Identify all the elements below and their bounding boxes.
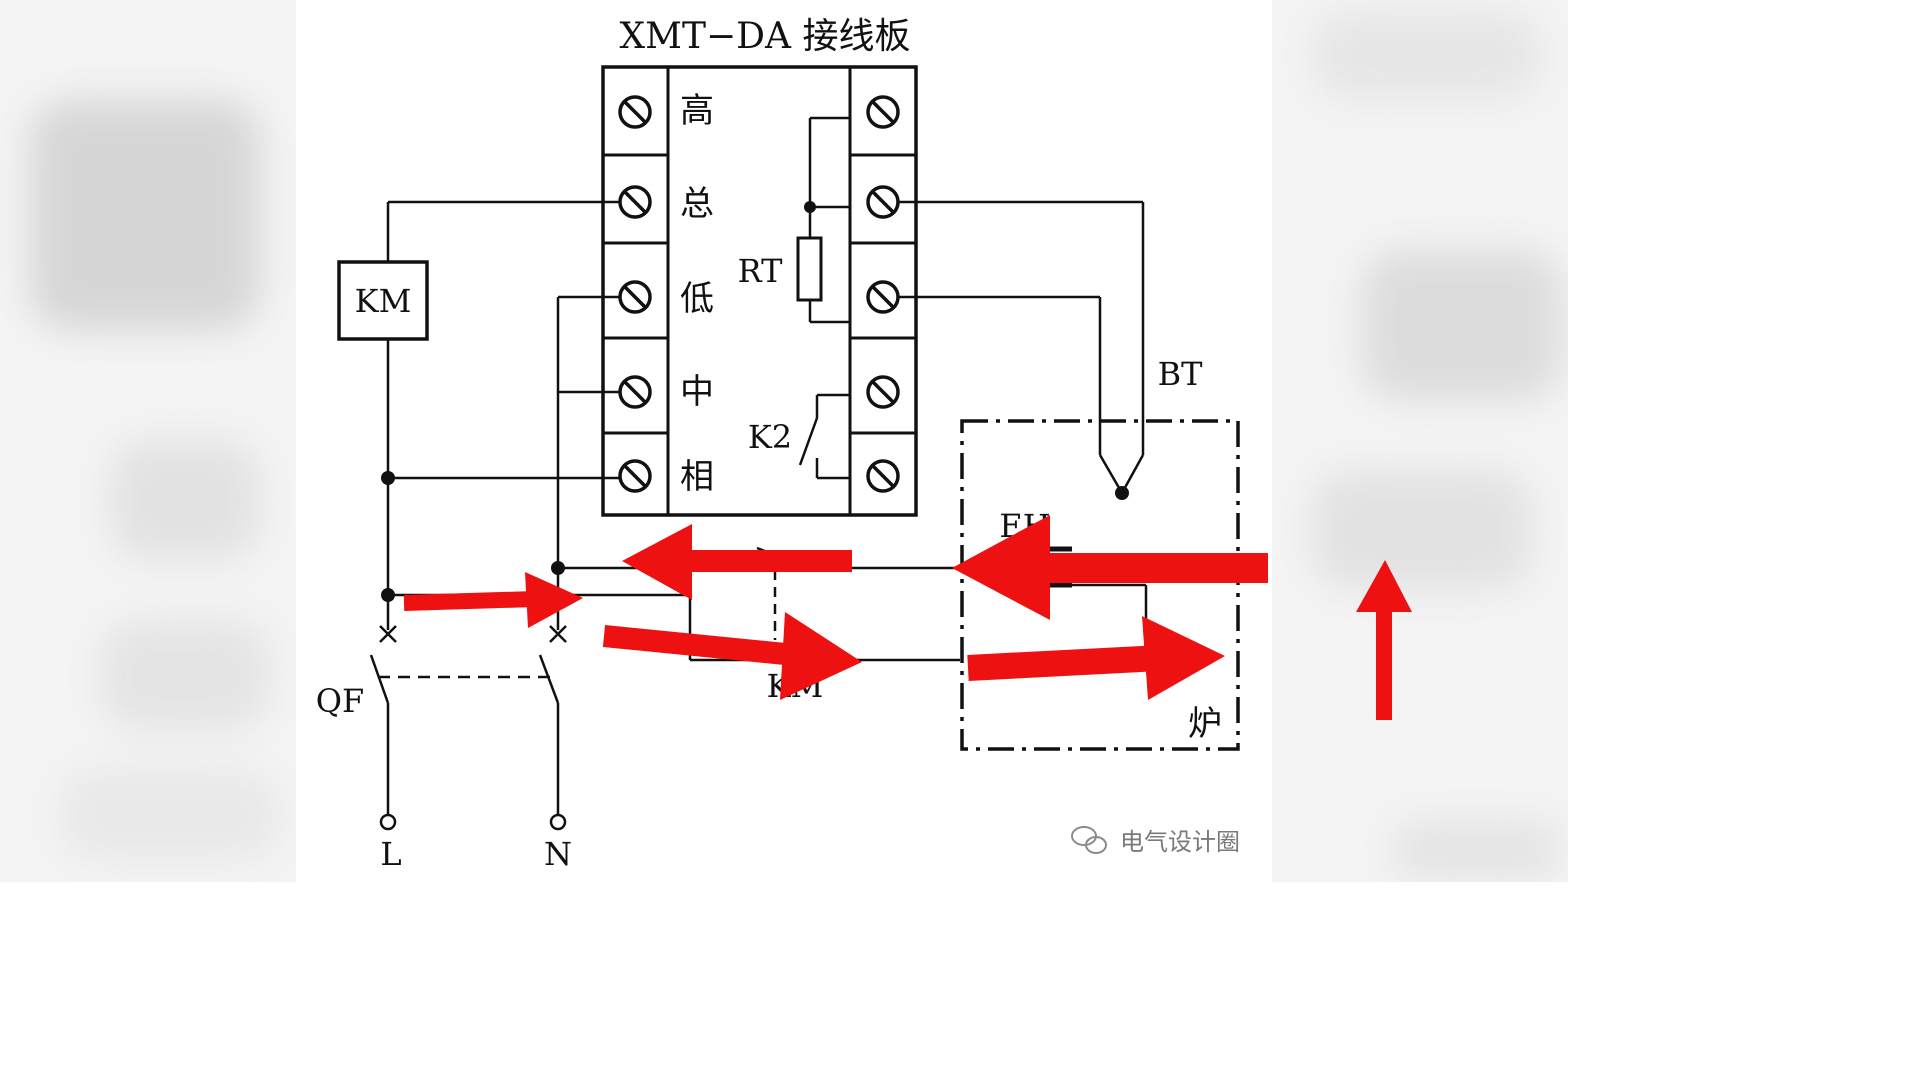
terminal-screw-icon: [866, 375, 900, 409]
terminal-n-icon: [549, 813, 567, 831]
bt-junction-dot: [1115, 486, 1129, 500]
arrow-up-icon: [1356, 560, 1412, 612]
watermark: 电气设计圈: [1071, 826, 1240, 856]
k2-label: K2: [748, 418, 792, 456]
km-coil-box: [337, 260, 429, 341]
wiring-diagram: XMT−DA 接线板 高 总 低 中 相: [316, 16, 1412, 873]
terminal-label-total: 总: [680, 184, 714, 224]
terminal-screw-icon: [618, 459, 652, 493]
terminal-board: [601, 65, 918, 517]
red-arrows: [403, 515, 1412, 720]
line-l-label: L: [380, 835, 401, 873]
terminal-screw-icon: [618, 375, 652, 409]
terminal-screw-icon: [866, 95, 900, 129]
rt-label: RT: [738, 252, 784, 290]
right-wiring: [898, 200, 1145, 494]
qf-breaker: [369, 625, 567, 815]
terminal-screw-icon: [866, 280, 900, 314]
rt-resistor: [796, 116, 850, 324]
neutral-n-label: N: [544, 835, 572, 873]
terminal-label-low: 低: [680, 279, 714, 319]
terminal-screw-icon: [866, 459, 900, 493]
terminal-screw-icon: [618, 280, 652, 314]
qf-label: QF: [316, 682, 364, 720]
furnace-box: [960, 419, 1240, 751]
arrow-left-icon: [952, 515, 1050, 620]
terminal-label-middle: 中: [680, 372, 714, 412]
terminal-screw-icon: [618, 185, 652, 219]
junction-dot: [551, 561, 565, 575]
watermark-text: 电气设计圈: [1120, 828, 1240, 856]
diagram-area: [296, 0, 1272, 882]
junction-dot: [804, 201, 816, 213]
arrow-left-icon: [622, 524, 692, 600]
terminal-label-phase: 相: [680, 457, 714, 497]
terminal-l-icon: [379, 813, 397, 831]
wechat-icon: [1071, 826, 1107, 854]
right-blurred-panel: [1272, 0, 1568, 882]
left-blurred-panel: [0, 0, 296, 882]
terminal-screw-icon: [866, 185, 900, 219]
junction-dot: [381, 588, 395, 602]
k2-switch: [798, 393, 850, 480]
km-coil-label: KM: [355, 282, 412, 320]
terminal-screw-icon: [618, 95, 652, 129]
bt-label: BT: [1158, 355, 1204, 393]
left-wiring: [386, 200, 960, 662]
junction-dot: [381, 471, 395, 485]
furnace-label: 炉: [1188, 704, 1222, 744]
screenshot-stage: XMT−DA 接线板 高 总 低 中 相: [0, 0, 1568, 882]
diagram-title: XMT−DA 接线板: [620, 16, 911, 57]
arrow-right-icon: [1142, 616, 1225, 700]
arrow-right-icon: [780, 612, 862, 700]
terminal-label-high: 高: [680, 91, 714, 131]
arrow-right-icon: [525, 572, 583, 628]
